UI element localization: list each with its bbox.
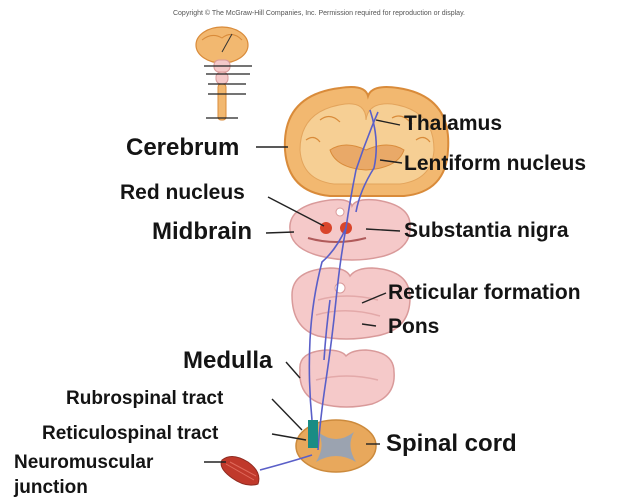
label-rubrospinal-tract: Rubrospinal tract — [66, 389, 223, 408]
label-substantia-nigra: Substantia nigra — [404, 220, 569, 241]
label-medulla: Medulla — [183, 349, 272, 373]
label-spinal-cord: Spinal cord — [386, 432, 517, 456]
label-neuromuscular: Neuromuscular — [14, 453, 153, 472]
orientation-brain-icon — [196, 27, 252, 120]
label-thalamus: Thalamus — [404, 113, 502, 134]
midbrain-section — [290, 200, 410, 260]
muscle-fiber — [221, 456, 259, 485]
label-cerebrum: Cerebrum — [126, 136, 239, 160]
label-reticular-formation: Reticular formation — [388, 282, 581, 303]
label-midbrain: Midbrain — [152, 220, 252, 244]
label-pons: Pons — [388, 316, 439, 337]
tract-marker — [308, 420, 314, 448]
label-reticulospinal-tract: Reticulospinal tract — [42, 424, 218, 443]
medulla-section — [300, 350, 394, 407]
label-red-nucleus: Red nucleus — [120, 182, 245, 203]
spinal-cord-section — [296, 420, 376, 472]
label-junction: junction — [14, 478, 88, 497]
label-lentiform-nucleus: Lentiform nucleus — [404, 153, 586, 174]
red-nucleus-left — [320, 222, 332, 234]
